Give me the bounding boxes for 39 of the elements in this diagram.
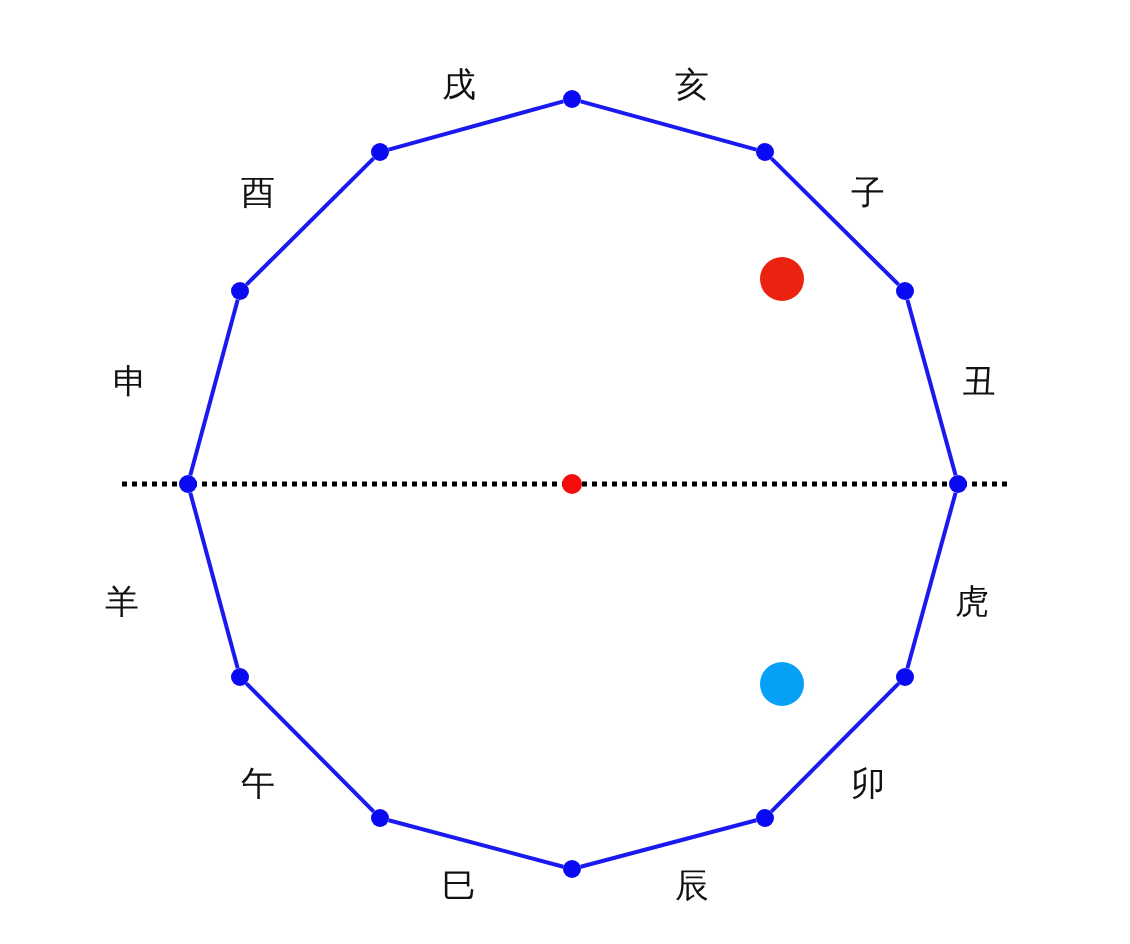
side-label: 羊 — [105, 584, 139, 618]
side-label: 巳 — [442, 868, 476, 902]
polygon-side-line — [245, 156, 375, 287]
vertex-dot — [371, 143, 389, 161]
vertex-dot — [756, 143, 774, 161]
vertex-dot — [231, 282, 249, 300]
marker-dot — [760, 662, 804, 706]
polygon-side-line — [905, 492, 958, 669]
side-label: 辰 — [675, 868, 709, 902]
vertex-dot — [231, 668, 249, 686]
polygon-side-line — [188, 492, 240, 669]
center-dot — [562, 474, 582, 494]
polygon-side-line — [905, 299, 958, 476]
side-label: 戌 — [442, 67, 476, 101]
side-label: 虎 — [955, 584, 989, 618]
side-label: 午 — [241, 766, 275, 800]
side-label: 申 — [113, 364, 147, 398]
vertex-dot — [371, 809, 389, 827]
vertex-dot — [949, 475, 967, 493]
polygon-side-line — [580, 99, 757, 152]
side-label: 丑 — [962, 364, 996, 398]
vertex-dot — [896, 282, 914, 300]
side-label: 酉 — [241, 175, 275, 209]
vertex-dot — [896, 668, 914, 686]
marker-dot — [760, 257, 804, 301]
polygon-side-line — [388, 99, 564, 152]
polygon-side-line — [388, 818, 564, 869]
vertex-dot — [756, 809, 774, 827]
vertex-dot — [179, 475, 197, 493]
polygon-side-line — [580, 818, 757, 869]
side-label: 子 — [851, 175, 885, 209]
vertex-dot — [563, 90, 581, 108]
polygon-side-line — [769, 682, 901, 813]
polygon-side-line — [770, 156, 900, 287]
polygon-side-line — [188, 299, 240, 476]
side-label: 卯 — [851, 766, 885, 800]
polygon-side-line — [244, 682, 376, 813]
vertex-dot — [563, 860, 581, 878]
side-label: 亥 — [675, 67, 709, 101]
